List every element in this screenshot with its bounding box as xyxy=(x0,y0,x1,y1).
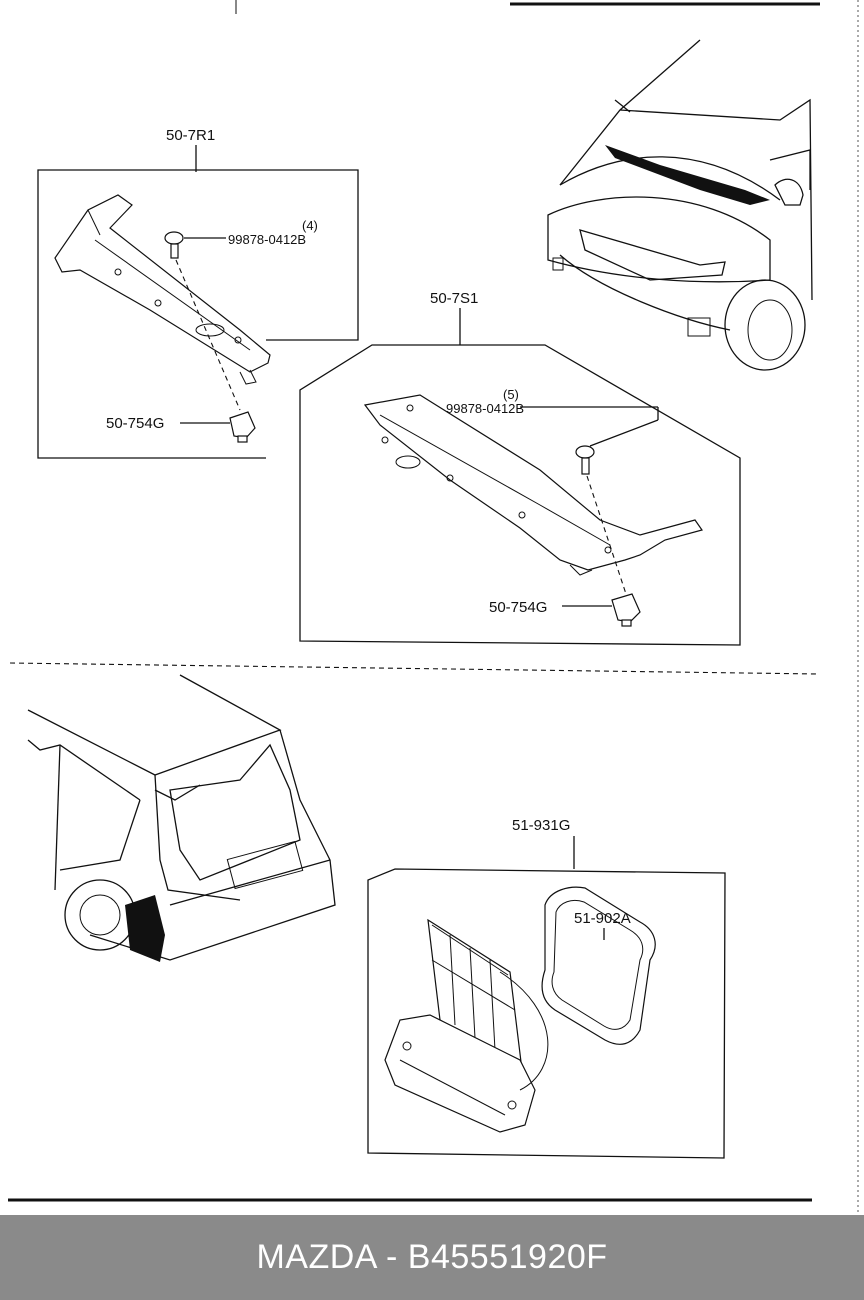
section-separator xyxy=(9,662,819,675)
label-50-7S1: 50-7S1 xyxy=(430,290,478,307)
label-clip-left: 50-754G xyxy=(106,415,164,432)
footer-bar: MAZDA - B45551920F xyxy=(0,1215,864,1300)
bolt-right xyxy=(575,445,595,475)
label-51-902A: 51-902A xyxy=(574,910,631,927)
label-bolt-right: 99878-0412B xyxy=(446,401,524,416)
label-51-931G: 51-931G xyxy=(512,817,570,834)
assembly-50-7R1: 50-7R1 (4) 99878-0412B 50-754G xyxy=(37,127,359,459)
frame-51-931G xyxy=(367,868,726,1159)
label-clip-right: 50-754G xyxy=(489,599,547,616)
label-bolt-left: 99878-0412B xyxy=(228,232,306,247)
cowl-panel-left xyxy=(54,194,271,373)
clip-right xyxy=(611,593,641,627)
rear-van-illustration xyxy=(27,674,336,962)
frame-50-7R1 xyxy=(37,169,359,459)
assembly-50-7S1: 50-7S1 (5) 99878-0412B 50-754G xyxy=(299,290,741,646)
filter-housing xyxy=(384,918,549,1133)
bolt-left xyxy=(164,231,184,259)
clip-left xyxy=(229,411,256,443)
assembly-51-931G: 51-931G 51-902A xyxy=(367,817,726,1159)
label-50-7R1: 50-7R1 xyxy=(166,127,215,144)
filter-location-highlight xyxy=(125,895,165,962)
parts-diagram: 50-7R1 (4) 99878-0412B 50-754G 50-7S1 xyxy=(8,0,859,1215)
front-van-illustration xyxy=(547,39,813,371)
footer-title: MAZDA - B45551920F xyxy=(256,1238,608,1276)
frame-50-7S1 xyxy=(299,344,741,646)
qty-bolt-right: (5) xyxy=(503,387,519,402)
qty-bolt-left: (4) xyxy=(302,218,318,233)
cowl-panel-right xyxy=(363,394,703,571)
cowl-highlight xyxy=(605,145,770,205)
gasket-51-902A xyxy=(541,886,656,1045)
